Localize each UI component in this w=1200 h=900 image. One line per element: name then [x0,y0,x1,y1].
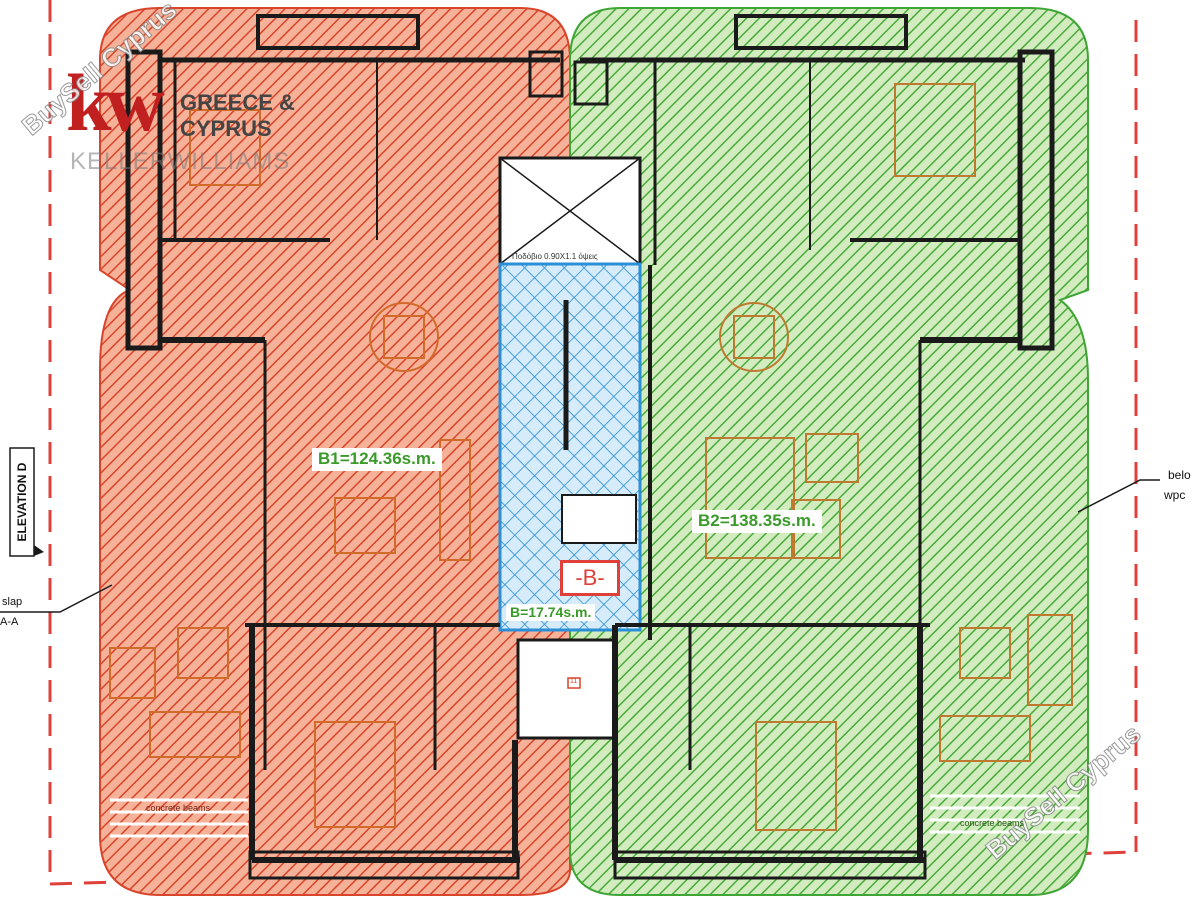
slab-label-2: A-A [0,616,19,628]
elevation-label: ELEVATION D [15,462,29,542]
furniture-b2 [705,83,1073,831]
walls-b1 [125,14,564,880]
area-label-b2: B2=138.35s.m. [692,510,822,533]
concrete-beams [110,794,1080,838]
logo-monogram: kw [66,57,165,148]
brand-logo: kw GREECE & CYPRUS KELLERWILLIAMS [66,62,296,178]
logo-line1: GREECE & [180,90,295,115]
right-label-2: wpc [1164,488,1186,502]
stair-area-label: B=17.74s.m. [506,604,596,622]
logo-line2: CYPRUS [180,116,272,141]
lift-lobby [516,638,616,740]
right-label-1: belo [1168,468,1191,482]
elevation-marker [9,447,44,557]
leader-lines [0,479,1160,613]
walls-b2 [573,14,1055,880]
stair-unit-tag: -B- [560,560,620,596]
slab-label-1: slap [2,596,23,608]
unit-b2-area [569,7,1089,896]
furniture-b1 [109,109,471,828]
beams-label-left: concrete beams [146,803,211,813]
area-label-b1: B1=124.36s.m. [312,448,442,471]
lift-mark: 11 [570,678,578,685]
logo-line3: KELLERWILLIAMS [70,148,291,175]
beams-label-right: concrete beams [960,818,1025,828]
lift-note: Ποδόβιο 0.90Χ1.1 όψεις [512,252,598,261]
